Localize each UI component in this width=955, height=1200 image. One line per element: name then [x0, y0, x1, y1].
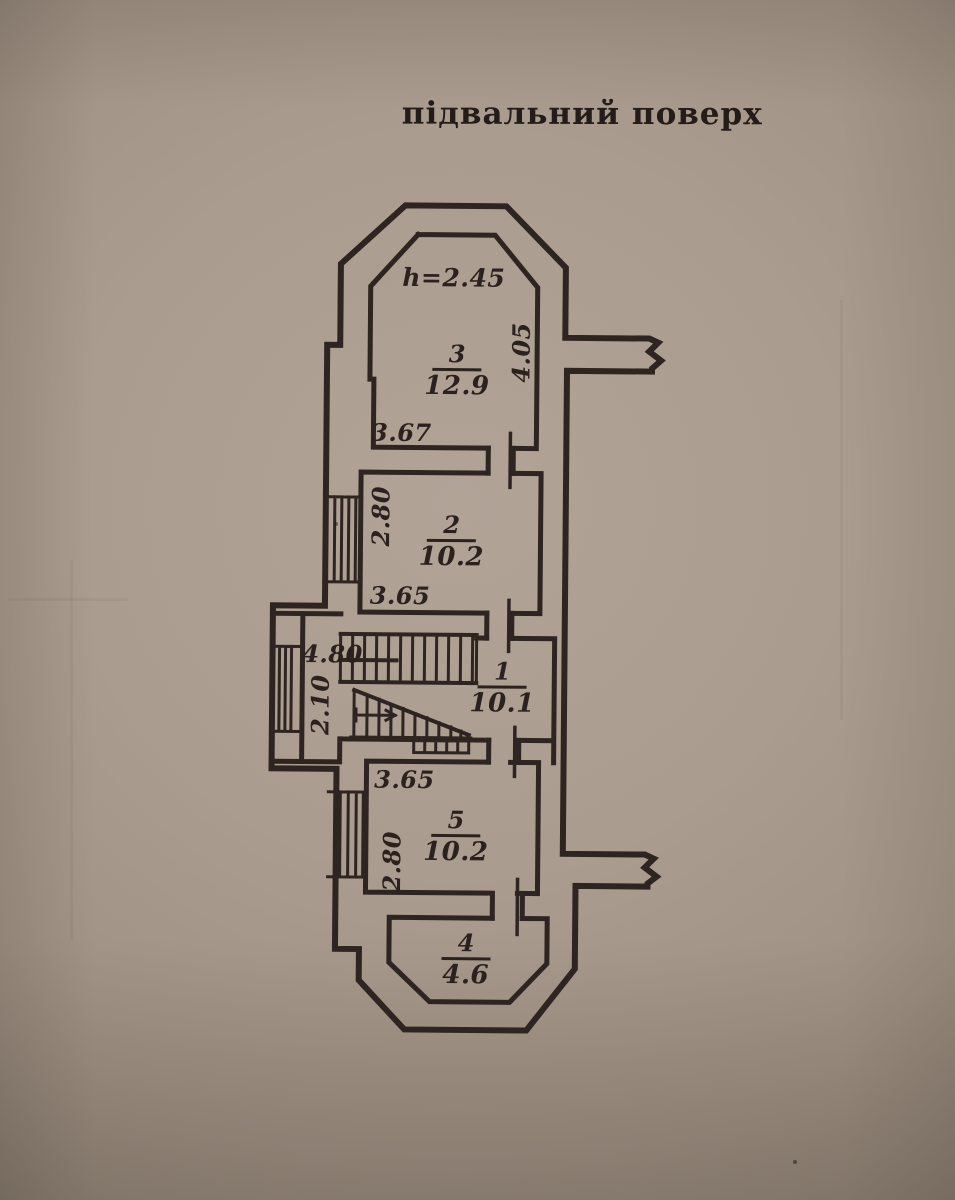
ceiling-height-label: h=2.45 [402, 262, 506, 293]
stairs [338, 631, 479, 755]
window-room5 [326, 790, 368, 879]
stair-hatch-strip [412, 739, 471, 755]
room3-number: 3 [432, 339, 482, 372]
room1-number: 1 [477, 656, 527, 689]
room5-area: 10.2 [423, 837, 489, 868]
dim-room2-depth: 2.80 [365, 485, 396, 547]
room5-number: 5 [431, 805, 481, 838]
room4-walls [386, 914, 550, 1005]
inner-walls [273, 231, 558, 1005]
window-icon [270, 495, 368, 879]
dim-room2-width: 3.65 [369, 580, 431, 611]
room2-area: 10.2 [418, 541, 485, 573]
window-room2 [325, 495, 361, 584]
paper-speck [793, 1160, 797, 1164]
room4-area: 4.6 [442, 960, 490, 991]
room4-label: 4 4.6 [441, 928, 491, 991]
room3-label: 3 12.9 [424, 339, 490, 402]
window-stair-bay [270, 644, 305, 734]
paper-speck [334, 522, 338, 526]
outer-wall [268, 202, 666, 1034]
room3-walls [367, 231, 541, 452]
room2-number: 2 [427, 510, 477, 543]
room4-number: 4 [441, 928, 491, 961]
bleed-line [8, 598, 128, 601]
dim-room5-depth: 2.80 [376, 830, 407, 892]
dim-room5-width: 3.65 [374, 764, 435, 795]
bleed-line [70, 560, 73, 940]
stair-direction-arrow [354, 707, 399, 723]
bleed-line [840, 300, 843, 720]
dim-room3-depth: 4.05 [506, 322, 536, 383]
door-jambs [484, 445, 525, 921]
room1-label: 1 10.1 [469, 656, 535, 720]
dim-stair-depth: 2.10 [305, 674, 335, 736]
dim-room3-width: 3.67 [371, 417, 432, 448]
room5-label: 5 10.2 [423, 805, 489, 868]
room5-walls [362, 758, 542, 897]
dim-stair-width: 4.80 [302, 639, 363, 669]
door-marks [506, 431, 520, 937]
room2-walls [357, 469, 544, 617]
room1-area: 10.1 [469, 688, 535, 720]
room2-label: 2 10.2 [418, 510, 485, 573]
room3-area: 12.9 [424, 371, 490, 402]
